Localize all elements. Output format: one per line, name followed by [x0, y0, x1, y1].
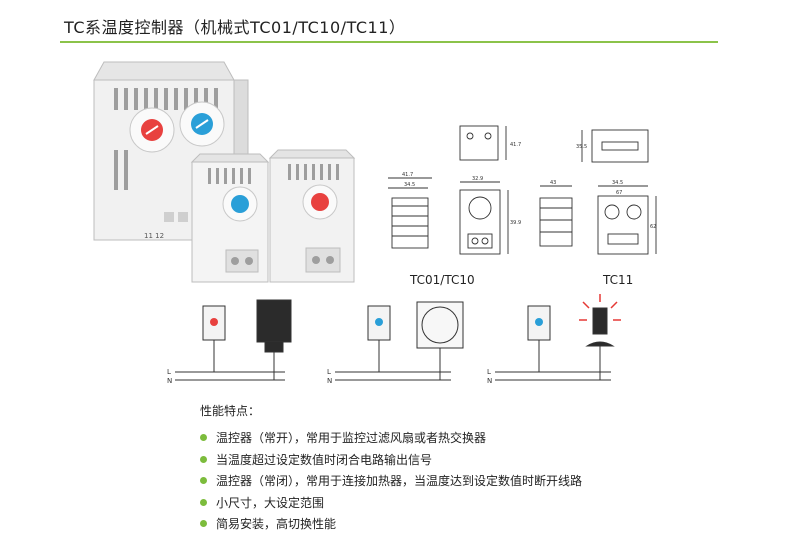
feature-item: 当温度超过设定数值时闭合电路输出信号: [200, 449, 582, 471]
dim-text: 35.5: [576, 144, 587, 150]
feature-item: 小尺寸，大设定范围: [200, 492, 582, 514]
dim-text: 43: [550, 180, 556, 186]
features-section: 性能特点： 温控器（常开），常用于监控过滤风扇或者热交换器 当温度超过设定数值时…: [200, 402, 582, 535]
red-thermostat-unit: [268, 149, 356, 283]
feature-text: 温控器（常闭），常用于连接加热器，当温度达到设定数值时断开线路: [216, 474, 583, 489]
dim-text: 34.5: [404, 182, 415, 188]
bullet-icon: [200, 477, 207, 485]
feature-item: 温控器（常闭），常用于连接加热器，当温度达到设定数值时断开线路: [200, 470, 582, 492]
dim-text: 39.9: [510, 220, 521, 226]
bullet-icon: [200, 455, 207, 463]
feature-text: 温控器（常开），常用于监控过滤风扇或者热交换器: [216, 431, 487, 446]
feature-item: 温控器（常开），常用于监控过滤风扇或者热交换器: [200, 427, 582, 449]
bullet-icon: [200, 520, 207, 528]
dim-text: 32.9: [472, 176, 483, 182]
neutral-label: N: [487, 377, 492, 385]
feature-text: 简易安装，高切换性能: [216, 517, 337, 532]
bullet-icon: [200, 434, 207, 442]
line-label: L: [327, 368, 331, 376]
wiring-diagrams: L N L N L N: [167, 294, 621, 385]
dim-text: 67: [616, 190, 622, 196]
terminal-label: 11 12: [144, 232, 164, 240]
features-list: 温控器（常开），常用于监控过滤风扇或者热交换器 当温度超过设定数值时闭合电路输出…: [200, 427, 582, 535]
title-divider: [60, 41, 718, 43]
line-label: L: [167, 368, 171, 376]
feature-item: 简易安装，高切换性能: [200, 513, 582, 535]
feature-text: 当温度超过设定数值时闭合电路输出信号: [216, 452, 433, 467]
feature-text: 小尺寸，大设定范围: [216, 495, 325, 510]
dim-text: 41.7: [510, 142, 521, 148]
tc01-tc10-label: TC01/TC10: [410, 273, 475, 287]
blue-thermostat-unit: [190, 153, 270, 283]
dim-text: 62: [650, 224, 656, 230]
neutral-label: N: [167, 377, 172, 385]
neutral-label: N: [327, 377, 332, 385]
bullet-icon: [200, 498, 207, 506]
dim-text: 41.7: [402, 172, 413, 178]
tc11-label: TC11: [603, 273, 634, 287]
product-photo: 11 12: [93, 61, 356, 283]
dim-text: 34.5: [612, 180, 623, 186]
features-heading: 性能特点：: [200, 404, 261, 418]
line-label: L: [487, 368, 491, 376]
dimension-drawings: 41.7 34.5 32.9 41.7 39.9 35.5 43 34.5 67…: [388, 125, 657, 255]
page-title: TC系温度控制器（机械式TC01/TC10/TC11）: [64, 18, 406, 37]
